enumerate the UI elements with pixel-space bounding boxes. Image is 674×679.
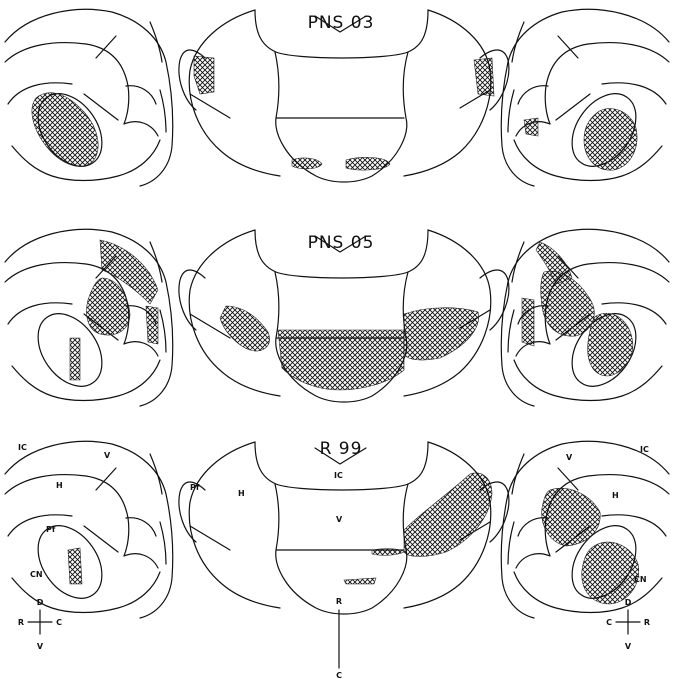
panel-title-pns03: PNS 03 (308, 13, 375, 33)
row-pns03: PNS 03 (5, 9, 669, 186)
axis-top: R (336, 597, 342, 606)
label-h-right: H (612, 491, 619, 500)
compass-right: D V C R (606, 598, 650, 651)
compass-right-left: C (606, 618, 612, 627)
label-ic-right: IC (640, 445, 649, 454)
label-cn-left: CN (30, 570, 43, 579)
label-ic-left: IC (18, 443, 27, 452)
compass-left: D V R C (18, 598, 62, 651)
compass-right-bottom: V (625, 642, 632, 651)
label-v-center: V (336, 515, 343, 524)
axis-bottom: C (336, 671, 342, 679)
compass-left-left: R (18, 618, 24, 627)
row-pns05: PNS 05 (5, 229, 669, 406)
compass-right-top: D (625, 598, 632, 607)
label-h-center: H (238, 489, 245, 498)
label-cn-right: CN (634, 575, 647, 584)
compass-left-right: C (56, 618, 62, 627)
label-pf-left: Pf (46, 525, 56, 534)
row-r99: R 99 IC V H Pf CN IC Pf H V IC V H CN (5, 439, 669, 618)
panel-title-pns05: PNS 05 (308, 233, 375, 253)
label-ic-center: IC (334, 471, 343, 480)
label-pf-center: Pf (190, 483, 200, 492)
label-v-right: V (566, 453, 573, 462)
compass-left-top: D (37, 598, 44, 607)
label-h-left: H (56, 481, 63, 490)
compass-right-right: R (644, 618, 650, 627)
panel-title-r99: R 99 (320, 439, 363, 459)
compass-left-bottom: V (37, 642, 44, 651)
axis-rostral-caudal: R C (336, 597, 342, 679)
label-v-left: V (104, 451, 111, 460)
